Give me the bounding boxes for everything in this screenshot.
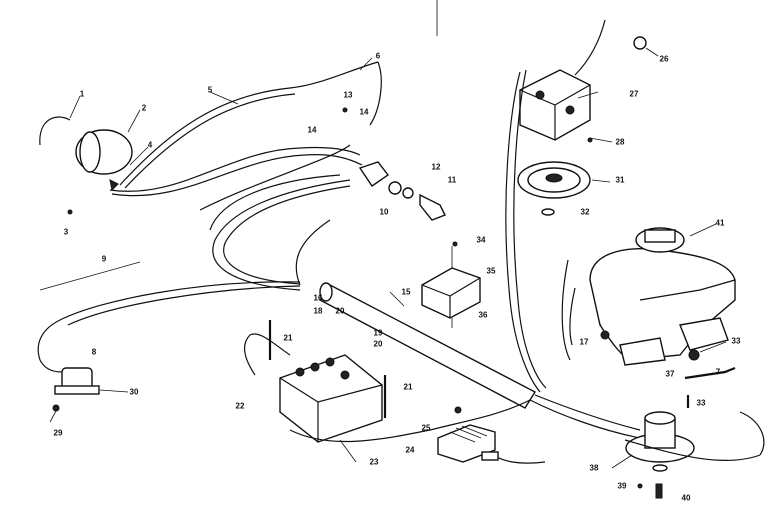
callout-18: 18 [313, 306, 323, 316]
horn-assembly [39, 116, 133, 192]
callout-6: 6 [375, 51, 381, 61]
callout-20: 20 [335, 306, 345, 316]
callout-40: 40 [681, 493, 691, 503]
callout-38: 38 [589, 463, 599, 473]
callout-33: 33 [731, 336, 741, 346]
callout-32: 32 [580, 207, 590, 217]
callout-19: 19 [373, 328, 383, 338]
callout-15: 15 [401, 287, 411, 297]
pulley [517, 161, 591, 216]
callout-11: 11 [447, 175, 457, 185]
callout-28: 28 [615, 137, 625, 147]
engine [561, 227, 736, 366]
solenoid [49, 367, 129, 423]
callout-7: 7 [715, 367, 721, 377]
callout-35: 35 [486, 266, 496, 276]
callout-37: 37 [665, 369, 675, 379]
wire-to-solenoid [37, 261, 301, 373]
callout-39: 39 [617, 481, 627, 491]
callout-20-second: 20 [373, 339, 383, 349]
callout-5: 5 [207, 85, 213, 95]
callout-26: 26 [659, 54, 669, 64]
callout-24: 24 [405, 445, 415, 455]
knob [633, 36, 659, 57]
callout-10: 10 [379, 207, 389, 217]
callout-33-second: 33 [696, 398, 706, 408]
callout-16: 16 [313, 293, 323, 303]
callout-31: 31 [615, 175, 625, 185]
wire-harness-main [209, 174, 351, 291]
conduit-tube [318, 282, 641, 439]
callout-12: 12 [431, 162, 441, 172]
callout-36: 36 [478, 310, 488, 320]
callout-34: 34 [476, 235, 486, 245]
battery [243, 320, 387, 443]
callout-13: 13 [343, 90, 353, 100]
battery-cable [289, 399, 531, 443]
callout-3: 3 [63, 227, 69, 237]
rectifier [437, 424, 546, 464]
wire-harness-upper [109, 61, 382, 211]
ignition-module-top [505, 19, 606, 393]
callout-2: 2 [141, 103, 147, 113]
callout-9: 9 [101, 254, 107, 264]
bracket [684, 366, 736, 408]
callout-21-second: 21 [403, 382, 413, 392]
bolt [688, 341, 727, 361]
callout-41: 41 [715, 218, 725, 228]
regulator-module [421, 246, 481, 328]
lower-pulley [624, 411, 765, 499]
callout-17: 17 [579, 337, 589, 347]
callout-8: 8 [91, 347, 97, 357]
callout-22: 22 [235, 401, 245, 411]
callout-4: 4 [147, 140, 153, 150]
callout-29: 29 [53, 428, 63, 438]
callout-1: 1 [79, 89, 85, 99]
callout-21: 21 [283, 333, 293, 343]
callout-25: 25 [421, 423, 431, 433]
callout-27: 27 [629, 89, 639, 99]
callout-14: 14 [359, 107, 369, 117]
callout-23: 23 [369, 457, 379, 467]
callout-14-second: 14 [307, 125, 317, 135]
callout-30: 30 [129, 387, 139, 397]
ignition-switch [358, 161, 446, 221]
